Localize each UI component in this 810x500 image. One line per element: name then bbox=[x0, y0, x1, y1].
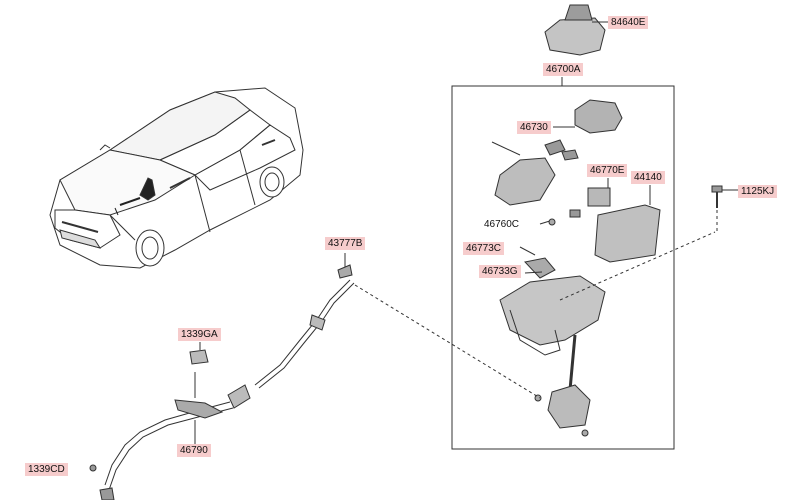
shift-cable bbox=[89, 253, 541, 500]
part-label-46733G[interactable]: 46733G bbox=[479, 265, 521, 278]
part-lever bbox=[491, 139, 579, 226]
part-label-1339CD[interactable]: 1339CD bbox=[25, 463, 68, 476]
assembly-box bbox=[451, 85, 675, 450]
part-label-1339GA[interactable]: 1339GA bbox=[178, 328, 221, 341]
part-label-46700A[interactable]: 46700A bbox=[543, 63, 584, 76]
part-label-84640E[interactable]: 84640E bbox=[608, 16, 649, 29]
bolt-1125KJ bbox=[711, 185, 740, 232]
part-label-43777B[interactable]: 43777B bbox=[325, 237, 366, 250]
part-base-assembly bbox=[499, 231, 716, 356]
part-44140 bbox=[594, 185, 661, 263]
part-46770E bbox=[569, 178, 611, 218]
part-label-1125KJ[interactable]: 1125KJ bbox=[738, 185, 778, 198]
part-label-46773C[interactable]: 46773C bbox=[463, 242, 505, 255]
part-label-46790[interactable]: 46790 bbox=[177, 444, 211, 457]
part-shift-lever bbox=[534, 334, 591, 437]
part-label-46730[interactable]: 46730 bbox=[517, 121, 551, 134]
part-label-44140[interactable]: 44140 bbox=[631, 171, 665, 184]
part-46730 bbox=[553, 99, 623, 134]
shift-boot-part bbox=[544, 4, 608, 56]
part-label-46770E[interactable]: 46770E bbox=[587, 164, 628, 177]
car-illustration bbox=[49, 87, 304, 269]
part-label-46760C[interactable]: 46760C bbox=[484, 219, 520, 230]
